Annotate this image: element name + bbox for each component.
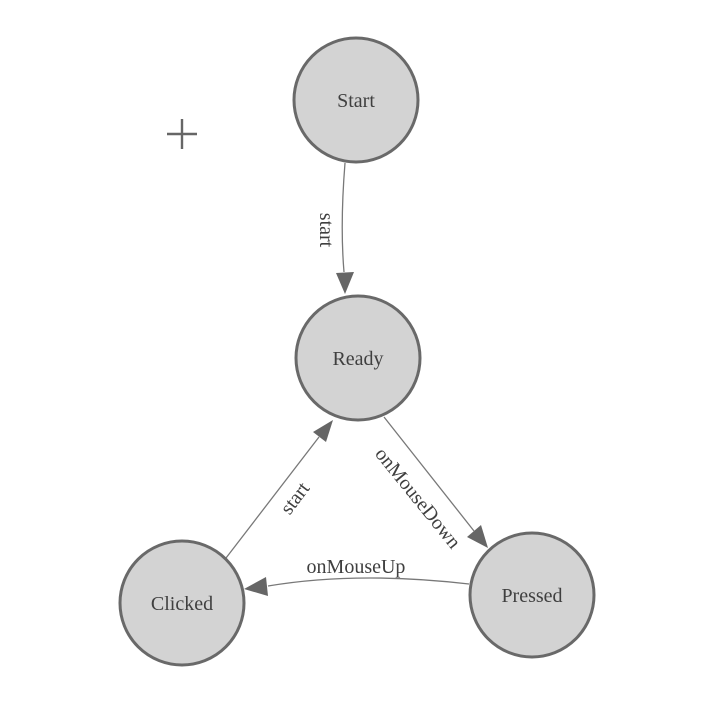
node-label: Clicked	[151, 593, 213, 615]
edge-line[interactable]	[341, 162, 346, 273]
arrowhead-icon	[244, 577, 268, 596]
node-pressed[interactable]: Pressed	[468, 531, 596, 659]
edge-clicked-to-ready[interactable]: start	[225, 420, 333, 559]
edge-line[interactable]	[267, 577, 470, 587]
node-start[interactable]: Start	[292, 36, 420, 164]
node-label: Pressed	[501, 585, 562, 607]
edge-line[interactable]	[225, 436, 320, 559]
edge-label: start	[315, 213, 337, 248]
edge-pressed-to-clicked[interactable]: onMouseUp	[244, 556, 470, 596]
node-ready[interactable]: Ready	[294, 294, 422, 422]
edge-ready-to-pressed[interactable]: onMouseDown	[370, 416, 488, 553]
edge-label: onMouseUp	[307, 556, 406, 578]
node-circle[interactable]	[294, 294, 422, 422]
arrowhead-icon	[467, 525, 488, 548]
edge-line[interactable]	[383, 416, 475, 532]
edge-label: start	[276, 478, 315, 519]
node-circle[interactable]	[292, 36, 420, 164]
arrowhead-icon	[336, 272, 354, 294]
arrowhead-icon	[313, 420, 333, 442]
node-label: Start	[337, 90, 375, 112]
crosshair-icon	[167, 119, 197, 149]
node-circle[interactable]	[468, 531, 596, 659]
node-label: Ready	[332, 348, 383, 370]
node-clicked[interactable]: Clicked	[118, 539, 246, 667]
node-circle[interactable]	[118, 539, 246, 667]
edge-start-to-ready[interactable]: start	[315, 162, 354, 294]
